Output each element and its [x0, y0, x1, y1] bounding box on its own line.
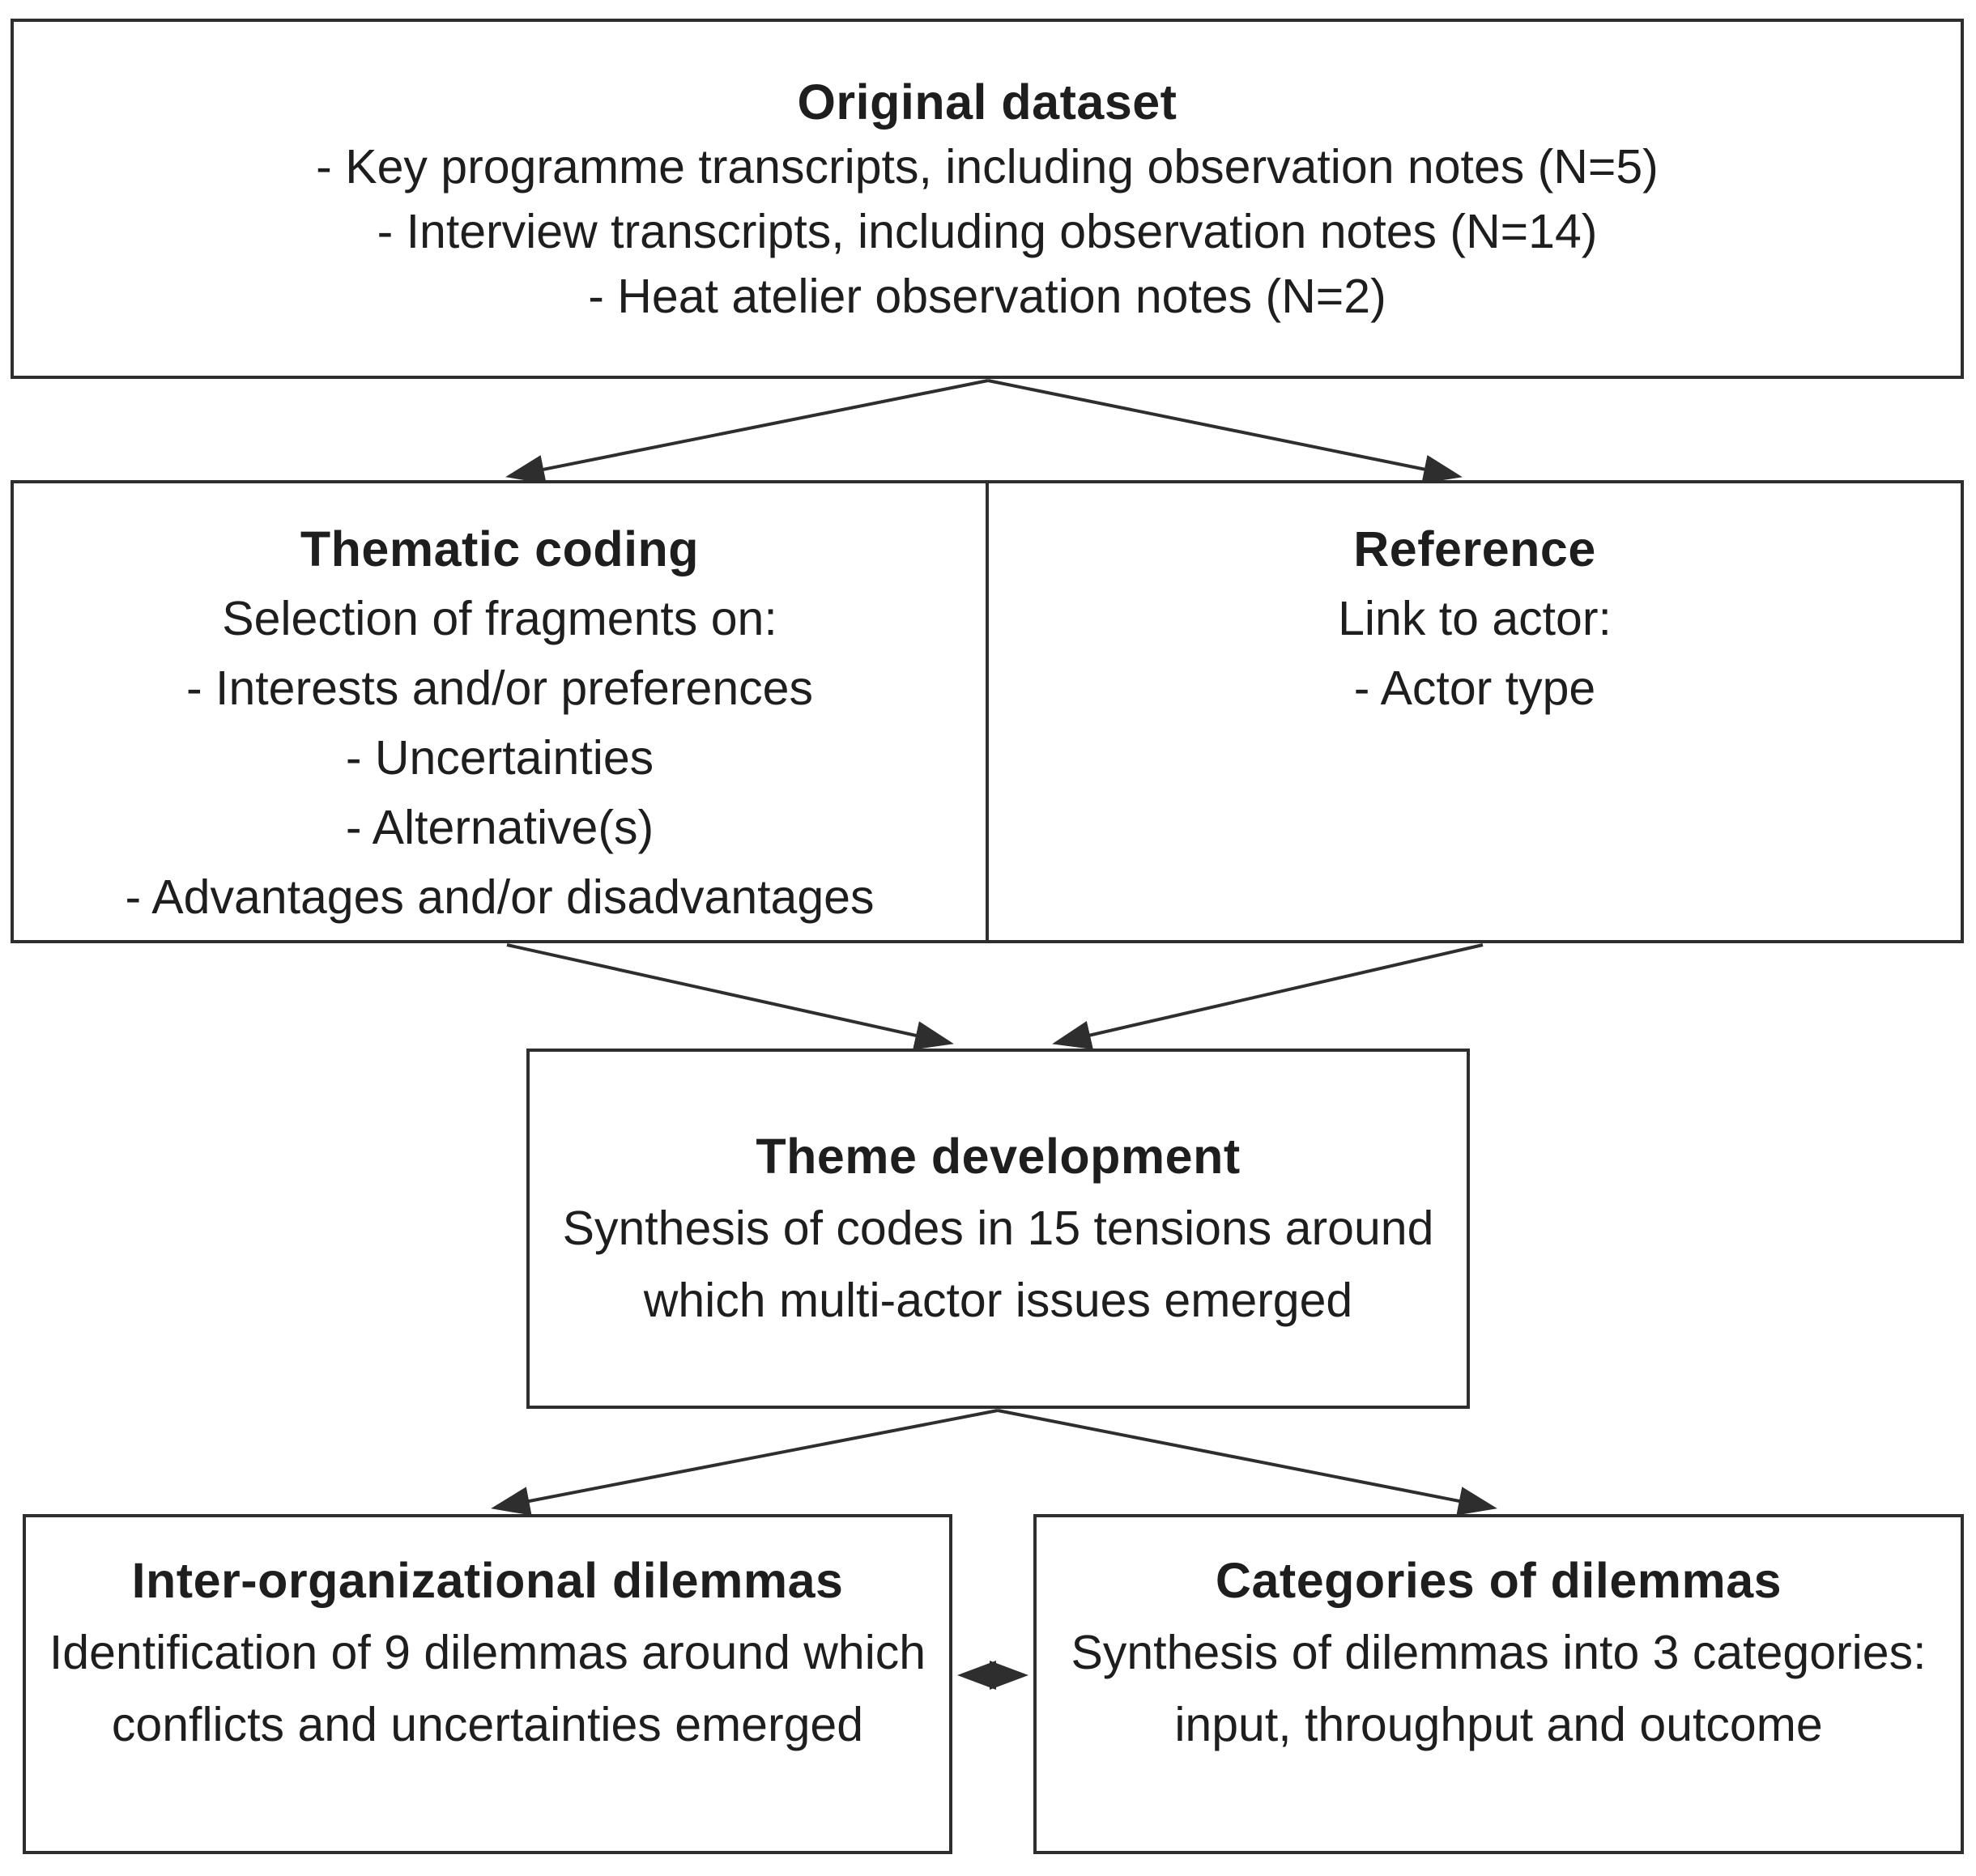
arrow-reference-to-theme-development: [1052, 943, 1484, 1050]
arrow-theme-to-inter-organizational: [491, 1409, 999, 1516]
node-inter-organizational-dilemmas-body: Identification of 9 dilemmas around whic…: [49, 1626, 926, 1751]
node-categories-of-dilemmas-title: Categories of dilemmas: [1215, 1553, 1782, 1608]
node-reference-line: Link to actor:: [1338, 592, 1612, 645]
node-original-dataset-line: - Key programme transcripts, including o…: [316, 139, 1659, 194]
node-original-dataset: Original dataset - Key programme transcr…: [11, 19, 1964, 379]
node-reference: Reference Link to actor: - Actor type: [989, 483, 1961, 940]
node-theme-development-title: Theme development: [756, 1129, 1241, 1184]
node-original-dataset-line: - Heat atelier observation notes (N=2): [588, 269, 1386, 323]
node-inter-organizational-dilemmas-title: Inter-organizational dilemmas: [131, 1553, 844, 1608]
node-thematic-coding-line: - Advantages and/or disadvantages: [125, 870, 875, 924]
node-original-dataset-line: - Interview transcripts, including obser…: [377, 204, 1598, 258]
node-thematic-coding-line: - Alternative(s): [345, 801, 654, 854]
arrow-theme-to-categories: [997, 1409, 1497, 1516]
node-categories-of-dilemmas-body: Synthesis of dilemmas into 3 categories:…: [1071, 1626, 1927, 1751]
node-thematic-coding-line: - Uncertainties: [345, 731, 654, 785]
node-categories-of-dilemmas: Categories of dilemmas Synthesis of dile…: [1033, 1514, 1964, 1854]
arrow-original-to-thematic-coding: [505, 379, 989, 484]
node-thematic-coding-title: Thematic coding: [300, 521, 700, 576]
node-thematic-coding-line: Selection of fragments on:: [222, 592, 777, 645]
arrow-original-to-reference: [987, 379, 1463, 484]
node-original-dataset-title: Original dataset: [797, 74, 1178, 130]
node-thematic-coding: Thematic coding Selection of fragments o…: [14, 483, 989, 940]
node-theme-development: Theme development Synthesis of codes in …: [526, 1049, 1470, 1409]
node-coding-reference-row: Thematic coding Selection of fragments o…: [11, 480, 1964, 943]
node-reference-line: - Actor type: [1353, 661, 1596, 715]
node-thematic-coding-line: - Interests and/or preferences: [186, 661, 813, 715]
arrow-thematic-to-theme-development: [506, 943, 954, 1050]
node-reference-title: Reference: [1353, 521, 1596, 576]
node-inter-organizational-dilemmas: Inter-organizational dilemmas Identifica…: [23, 1514, 952, 1854]
node-theme-development-body: Synthesis of codes in 15 tensions around…: [562, 1202, 1434, 1327]
